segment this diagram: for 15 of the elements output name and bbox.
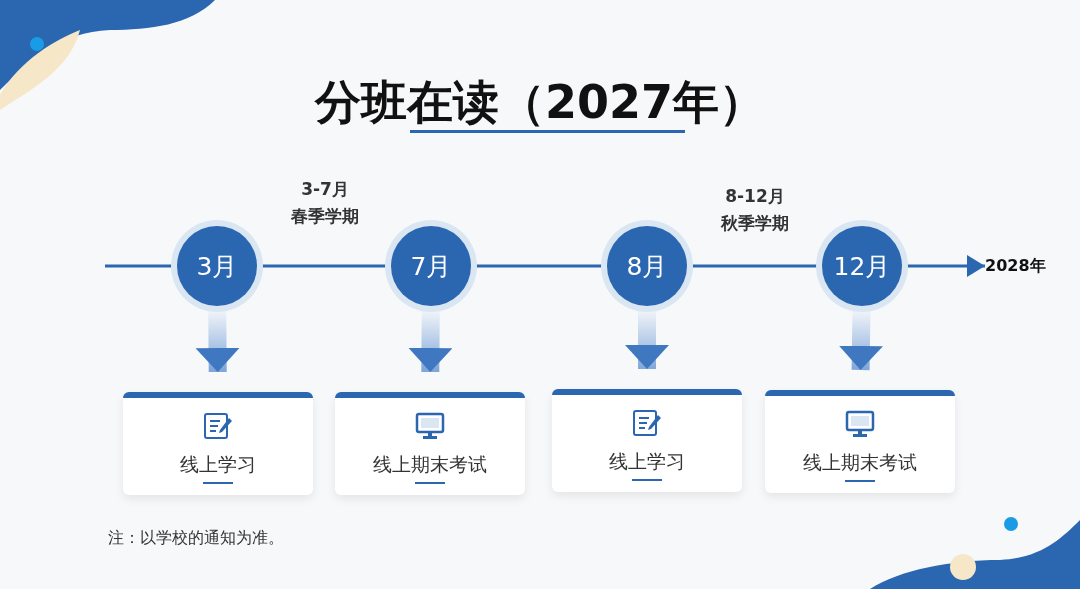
activity-card [552, 389, 742, 492]
period-label: 春季学期 [290, 205, 360, 228]
activity-card [123, 392, 313, 495]
period-label: 8-12月 [724, 185, 786, 208]
card-label: 线上期末考试 [372, 452, 488, 477]
card-label: 线上期末考试 [802, 450, 918, 475]
activity-card [335, 392, 525, 495]
period-label: 秋季学期 [719, 212, 790, 235]
card-label: 线上学习 [608, 449, 686, 474]
year-label: 2028年 [985, 255, 1046, 277]
period-label: 3-7月 [300, 178, 350, 201]
title: 分班在读（2027年） [313, 74, 766, 131]
card-label: 线上学习 [179, 452, 257, 477]
activity-card [765, 390, 955, 493]
note-text: 注：以学校的通知为准。 [108, 528, 284, 549]
